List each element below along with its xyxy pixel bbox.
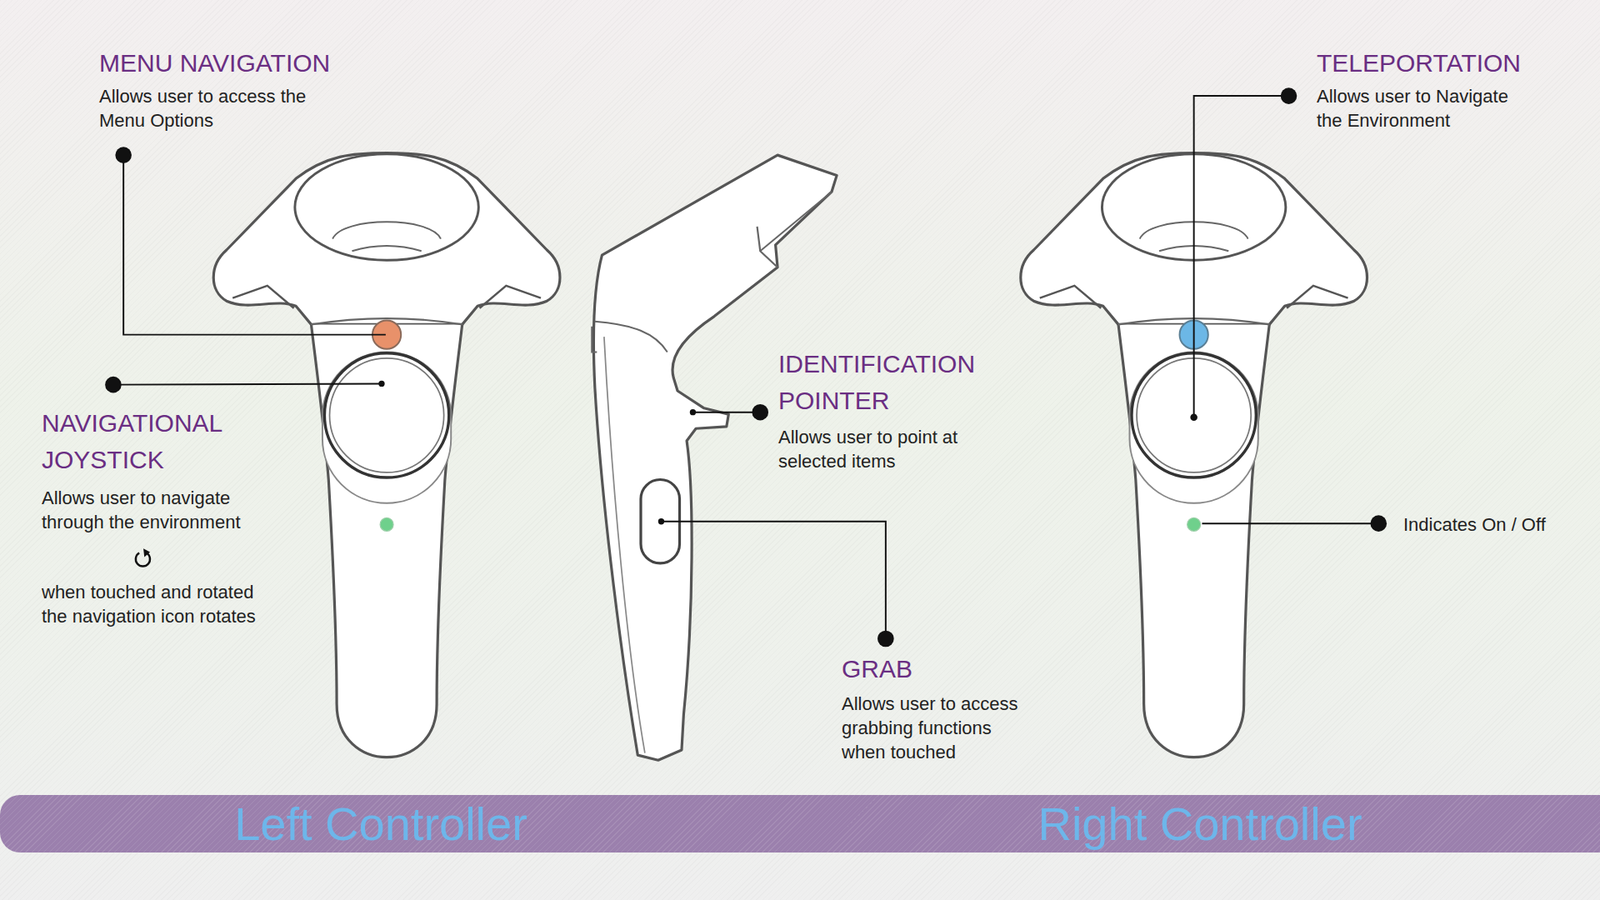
controller-label: Left Controller	[234, 796, 528, 851]
callout-text: Indicates On / Off	[1403, 512, 1595, 537]
controller-side	[591, 155, 837, 760]
illustration-circle	[105, 376, 122, 394]
illustration-circle	[690, 409, 696, 415]
leader-dots	[105, 87, 1387, 647]
rotate-icon	[135, 548, 150, 566]
illustration-path	[123, 155, 386, 335]
illustration-path	[1201, 522, 1379, 525]
illustration-path	[757, 226, 778, 268]
callout-title: MENU NAVIGATION	[99, 45, 400, 82]
illustration-circle	[751, 404, 769, 421]
callout-text: Allows user to point at selected items	[778, 425, 1012, 474]
callout-title: NAVIGATIONAL JOYSTICK	[41, 405, 292, 479]
illustration-path	[760, 191, 832, 251]
leader-lines	[113, 95, 1379, 639]
illustration-circle	[115, 146, 132, 164]
illustration-path	[143, 548, 150, 557]
title-band: Left Controller Right Controller	[0, 795, 1600, 853]
illustration-circle	[378, 380, 385, 387]
callout-text: Allows user to access the Menu Options	[99, 84, 333, 133]
callout-text: Allows user to navigate through the envi…	[41, 485, 275, 535]
illustration-circle	[658, 518, 665, 525]
callout-note: when touched and rotated the navigation …	[41, 580, 271, 629]
illustration-path	[593, 155, 837, 760]
callout-title: TELEPORTATION	[1316, 45, 1584, 82]
controller-label: Right Controller	[1037, 796, 1362, 851]
illustration-path	[591, 326, 597, 353]
illustration-circle	[1190, 414, 1198, 422]
illustration-circle	[1370, 515, 1387, 532]
callout-title: GRAB	[841, 650, 1009, 688]
illustration-path	[1194, 95, 1290, 418]
illustration-path	[595, 321, 668, 353]
illustration-path	[660, 521, 885, 640]
callout-title: IDENTIFICATION POINTER	[778, 345, 1029, 420]
illustration-circle	[877, 630, 895, 648]
illustration-path	[113, 383, 382, 385]
illustration-path	[692, 411, 760, 414]
callout-text: Allows user to Navigate the Environment	[1316, 84, 1530, 133]
left-controller	[213, 153, 560, 758]
illustration-path	[604, 336, 645, 754]
callout-text: Allows user to access grabbing functions…	[841, 691, 1034, 765]
illustration-circle	[1280, 87, 1298, 105]
illustration-path	[135, 553, 150, 567]
